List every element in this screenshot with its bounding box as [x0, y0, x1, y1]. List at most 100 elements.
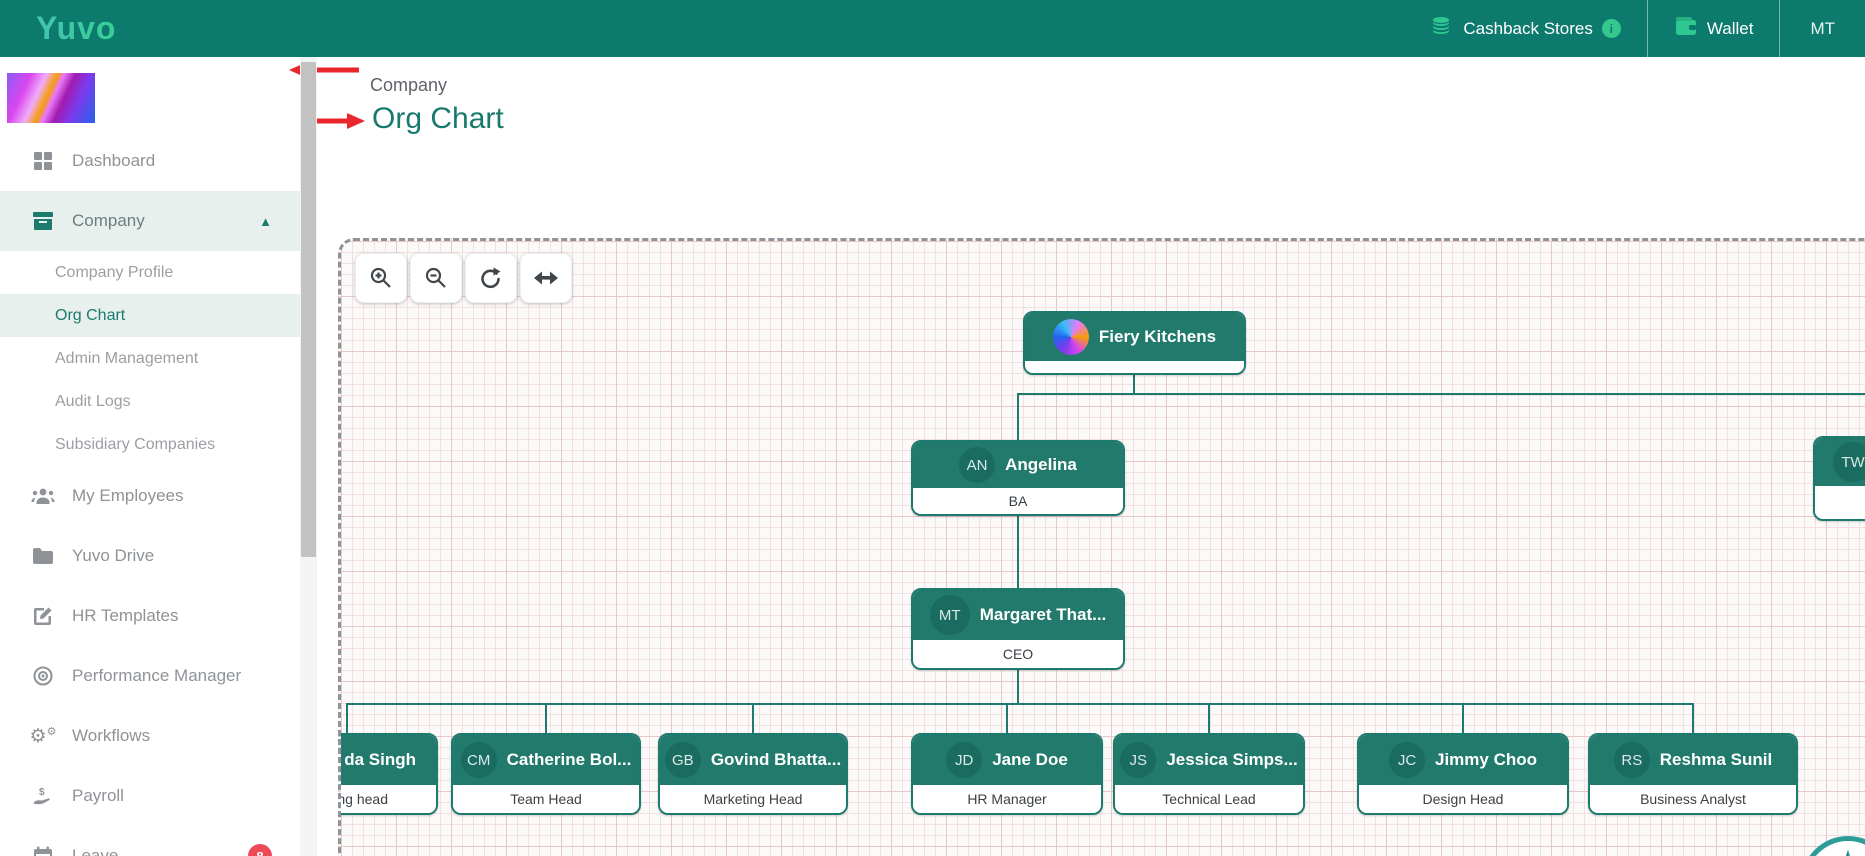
- sidebar-label: Performance Manager: [72, 666, 242, 685]
- sidebar-label: Subsidiary Companies: [55, 435, 216, 453]
- org-node-jimmy-choo[interactable]: JC Jimmy Choo Design Head: [1357, 733, 1569, 815]
- sidebar-subitem-admin-management[interactable]: Admin Management: [0, 337, 300, 380]
- connector-line: [346, 703, 348, 733]
- scrollbar-thumb[interactable]: [301, 62, 316, 557]
- sidebar-item-payroll[interactable]: $ Payroll: [0, 766, 300, 826]
- org-node-catherine[interactable]: CM Catherine Bol... Team Head: [451, 733, 641, 815]
- node-role: HR Manager: [913, 785, 1101, 813]
- org-node-angelina[interactable]: AN Angelina BA: [911, 440, 1125, 516]
- zoom-in-button[interactable]: [355, 253, 407, 303]
- leave-count-badge: 8: [248, 844, 272, 856]
- org-node-margaret[interactable]: MT Margaret That... CEO: [911, 588, 1125, 670]
- org-node-tw[interactable]: TW: [1813, 436, 1865, 521]
- connector-line: [1017, 516, 1019, 589]
- avatar: MT: [929, 595, 970, 635]
- org-node-da-singh[interactable]: da Singh ng head: [341, 733, 438, 815]
- node-name: Catherine Bol...: [506, 750, 632, 769]
- sidebar-item-dashboard[interactable]: Dashboard: [0, 131, 300, 191]
- rotate-icon: [481, 267, 501, 289]
- sidebar-item-performance-manager[interactable]: Performance Manager: [0, 646, 300, 706]
- page-title: Org Chart: [372, 102, 504, 135]
- breadcrumb: Company: [370, 75, 448, 95]
- org-node-jane-doe[interactable]: JD Jane Doe HR Manager: [911, 733, 1103, 815]
- node-name: Margaret That...: [979, 605, 1107, 624]
- sidebar-subitem-company-profile[interactable]: Company Profile: [0, 251, 300, 294]
- compass-star-icon: [1846, 849, 1850, 856]
- node-role: Business Analyst: [1590, 785, 1796, 813]
- sidebar-subitem-org-chart[interactable]: Org Chart: [0, 61, 360, 337]
- sidebar-label: Company: [72, 211, 145, 230]
- calendar-icon: [30, 846, 56, 856]
- connector-line: [1017, 393, 1865, 395]
- sidebar-item-workflows[interactable]: ⚙⚙ Workflows: [0, 706, 300, 766]
- sidebar-subitem-subsidiary-companies[interactable]: Subsidiary Companies: [0, 423, 300, 466]
- sidebar-label: Payroll: [72, 786, 124, 805]
- compass-pan-control[interactable]: [1801, 836, 1865, 856]
- node-name: Jessica Simps...: [1166, 750, 1298, 769]
- node-name: Jimmy Choo: [1434, 750, 1538, 769]
- sidebar-label: Company Profile: [55, 263, 174, 281]
- connector-line: [1006, 703, 1008, 733]
- folder-icon: [30, 547, 56, 565]
- connector-line: [1462, 703, 1464, 733]
- org-node-reshma[interactable]: RS Reshma Sunil Business Analyst: [1588, 733, 1798, 815]
- org-node-fiery-kitchens[interactable]: Fiery Kitchens: [1023, 311, 1246, 375]
- node-role: Design Head: [1359, 785, 1567, 813]
- cashback-stores-label: Cashback Stores: [1463, 18, 1593, 38]
- connector-line: [545, 703, 547, 733]
- coins-icon: [1430, 14, 1454, 43]
- avatar: CM: [460, 742, 497, 778]
- sidebar-item-hr-templates[interactable]: HR Templates: [0, 586, 300, 646]
- sidebar-label: Workflows: [72, 726, 151, 745]
- org-chart-canvas[interactable]: Fiery Kitchens AN Angelina BA TW MT Marg…: [338, 238, 1865, 856]
- sidebar-label: Leave: [72, 846, 119, 856]
- sidebar-label: My Employees: [72, 486, 184, 505]
- zoom-in-icon: [370, 267, 391, 288]
- avatar: AN: [959, 447, 996, 483]
- org-node-govind[interactable]: GB Govind Bhatta... Marketing Head: [658, 733, 848, 815]
- node-name: Angelina: [1005, 455, 1077, 474]
- fit-width-button[interactable]: [520, 253, 572, 303]
- cashback-stores-button[interactable]: Cashback Stores i: [1404, 0, 1646, 57]
- wallet-button[interactable]: Wallet: [1648, 0, 1780, 57]
- connector-line: [346, 703, 1694, 705]
- sidebar-item-leave[interactable]: Leave 8: [0, 826, 300, 856]
- node-name: Reshma Sunil: [1659, 750, 1773, 769]
- node-role: Marketing Head: [660, 785, 846, 813]
- sidebar: Dashboard Company ▲ Company Profile Org …: [0, 57, 360, 856]
- connector-line: [1017, 667, 1019, 704]
- sidebar-label: HR Templates: [72, 606, 179, 625]
- yuvo-logo: Yuvo: [36, 10, 117, 46]
- node-role: BA: [913, 488, 1123, 514]
- node-role: ng head: [341, 785, 436, 813]
- sidebar-item-company[interactable]: Company ▲: [0, 191, 300, 251]
- annotation-arrow-right-icon: [307, 113, 365, 129]
- rotate-button[interactable]: [465, 253, 517, 303]
- node-role: CEO: [913, 640, 1123, 668]
- info-icon[interactable]: i: [1601, 19, 1621, 38]
- avatar: JC: [1388, 742, 1425, 778]
- top-bar: Yuvo Cashback Stores i Wallet MT: [0, 0, 1865, 57]
- chevron-up-icon[interactable]: ▲: [259, 213, 272, 229]
- wallet-label: Wallet: [1706, 18, 1754, 38]
- org-node-jessica[interactable]: JS Jessica Simps... Technical Lead: [1113, 733, 1305, 815]
- sidebar-item-my-employees[interactable]: My Employees: [0, 466, 300, 526]
- people-icon: [30, 487, 56, 505]
- connector-line: [1017, 393, 1019, 441]
- zoom-out-button[interactable]: [410, 253, 462, 303]
- avatar: TW: [1833, 442, 1865, 482]
- node-name: da Singh: [344, 750, 416, 769]
- sidebar-scrollbar[interactable]: [300, 57, 317, 856]
- company-logo-image: [7, 73, 95, 123]
- node-role: Technical Lead: [1115, 785, 1303, 813]
- user-initials[interactable]: MT: [1810, 18, 1835, 38]
- payroll-hand-icon: $: [30, 786, 56, 806]
- connector-line: [1208, 703, 1210, 733]
- edit-pencil-icon: [30, 606, 56, 626]
- sidebar-label: Org Chart: [55, 306, 126, 324]
- wallet-icon: [1674, 15, 1698, 42]
- sidebar-subitem-audit-logs[interactable]: Audit Logs: [0, 380, 300, 423]
- sidebar-item-yuvo-drive[interactable]: Yuvo Drive: [0, 526, 300, 586]
- zoom-out-icon: [425, 267, 446, 288]
- company-avatar: [1052, 319, 1089, 355]
